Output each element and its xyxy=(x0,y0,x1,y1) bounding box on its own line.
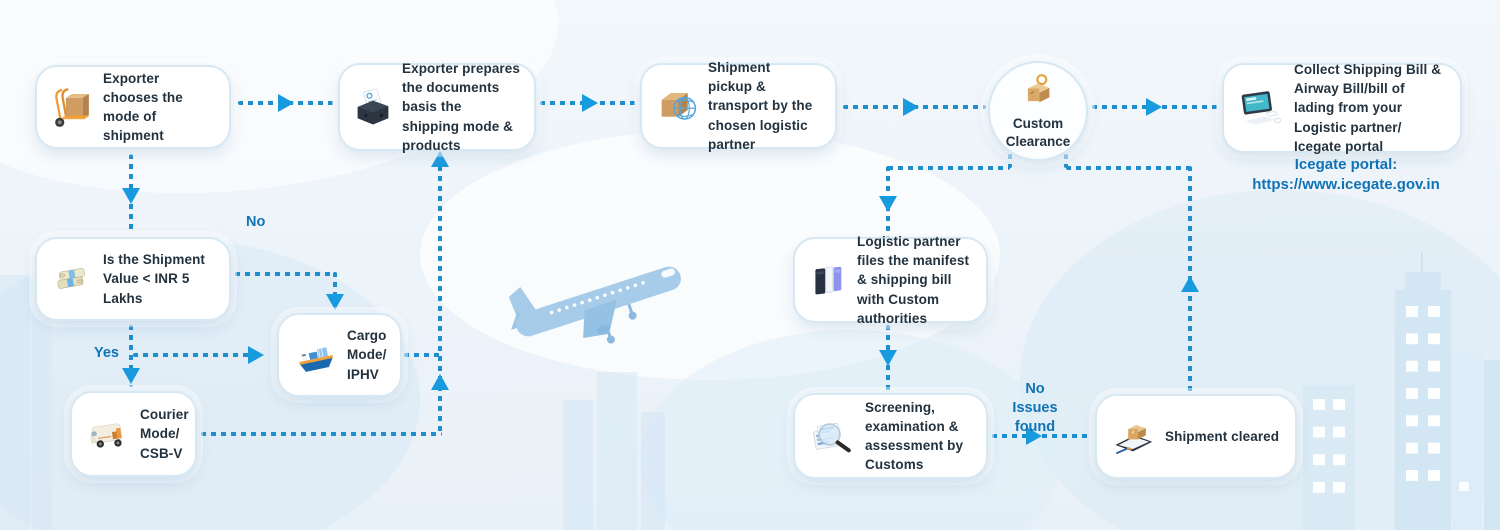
branch-label-no-issues-found: No Issues found xyxy=(1012,381,1058,435)
arrow-down xyxy=(122,368,140,384)
node-label: Screening, examination & assessment by C… xyxy=(865,399,964,473)
document-folder-icon xyxy=(352,83,394,131)
arrow-down xyxy=(326,294,344,310)
node-shipment-cleared: Shipment cleared xyxy=(1095,394,1297,479)
hand-truck-icon xyxy=(49,82,95,132)
connector-value-to-courier xyxy=(129,325,133,387)
node-courier-mode: Courier Mode/ CSB-V xyxy=(70,391,197,477)
cash-bundle-icon xyxy=(49,257,95,301)
node-exporter-chooses: Exporter chooses the mode of shipment xyxy=(35,65,231,149)
branch-label-no: No xyxy=(246,214,266,230)
node-label: Custom Clearance xyxy=(1005,115,1071,149)
node-label: Collect Shipping Bill & Airway Bill/bill… xyxy=(1294,62,1442,154)
node-shipment-pickup: Shipment pickup & transport by the chose… xyxy=(640,60,837,152)
branch-label-yes: Yes xyxy=(94,345,119,361)
node-label: Shipment pickup & transport by the chose… xyxy=(708,60,813,152)
arrow-right xyxy=(1026,427,1042,445)
magnifier-document-icon xyxy=(807,412,857,460)
node-logistic-files: Logistic partner files the manifest & sh… xyxy=(793,234,988,326)
connector-branch-to-cargo xyxy=(133,353,263,357)
building-windows xyxy=(1406,306,1440,494)
arrow-right xyxy=(248,346,264,364)
connector-cleared-loop-h xyxy=(1066,166,1190,170)
connector-clearance-stub-left xyxy=(1008,154,1012,168)
node-label: Exporter chooses the mode of shipment xyxy=(103,70,183,144)
building-silhouette xyxy=(1355,330,1393,530)
connector-screening-to-cleared xyxy=(992,434,1092,438)
arrow-right xyxy=(1146,98,1162,116)
node-label: Shipment cleared xyxy=(1165,428,1280,444)
node-custom-clearance: Custom Clearance xyxy=(988,61,1088,161)
building-silhouette xyxy=(1405,272,1441,292)
package-globe-icon xyxy=(654,82,700,130)
building-silhouette xyxy=(641,412,665,530)
connector-clearance-stub-right xyxy=(1064,154,1068,168)
portal-note-url[interactable]: https://www.icegate.gov.in xyxy=(1252,176,1440,194)
icegate-portal-note: Icegate portal: https://www.icegate.gov.… xyxy=(1226,155,1466,196)
courier-van-icon xyxy=(84,412,132,456)
node-label: Logistic partner files the manifest & sh… xyxy=(857,234,970,326)
arrow-right xyxy=(582,94,598,112)
building-silhouette xyxy=(1395,290,1451,530)
cargo-ship-icon xyxy=(291,333,339,377)
airplane-illustration xyxy=(498,244,708,354)
building-silhouette xyxy=(597,372,637,530)
connector-value-to-cargo-h xyxy=(235,272,337,276)
portal-note-title: Icegate portal: xyxy=(1294,156,1398,173)
node-label: Is the Shipment Value < INR 5 Lakhs xyxy=(103,252,206,306)
arrow-up xyxy=(431,374,449,390)
node-collect-bill: Collect Shipping Bill & Airway Bill/bill… xyxy=(1222,62,1462,154)
building-silhouette xyxy=(563,400,593,530)
building-silhouette xyxy=(1484,360,1500,530)
connector-feedback-up xyxy=(438,166,442,436)
node-shipment-value: Is the Shipment Value < INR 5 Lakhs xyxy=(35,237,231,321)
node-screening: Screening, examination & assessment by C… xyxy=(793,393,988,479)
building-silhouette xyxy=(0,275,30,530)
building-antenna xyxy=(1421,252,1423,290)
node-label: Cargo Mode/ IPHV xyxy=(347,328,387,382)
connector-clearance-to-logistic-h xyxy=(888,166,1010,170)
customs-package-icon xyxy=(1018,72,1058,115)
arrow-right xyxy=(903,98,919,116)
building-windows xyxy=(1313,399,1345,506)
arrow-down xyxy=(122,188,140,204)
arrow-right xyxy=(278,94,294,112)
binders-icon xyxy=(807,256,849,304)
package-clipboard-icon xyxy=(1109,413,1157,461)
node-exporter-prepares: Exporter prepares the documents basis th… xyxy=(338,61,536,153)
node-label: Courier Mode/ CSB-V xyxy=(140,407,189,461)
arrow-down xyxy=(879,350,897,366)
node-cargo-mode: Cargo Mode/ IPHV xyxy=(277,313,402,397)
arrow-up xyxy=(1181,276,1199,292)
connector-courier-to-feedback xyxy=(201,432,442,436)
building-windows xyxy=(1459,482,1475,516)
building-silhouette xyxy=(1303,385,1355,530)
node-label: Exporter prepares the documents basis th… xyxy=(402,61,520,153)
arrow-down xyxy=(879,196,897,212)
monitor-icon xyxy=(1236,83,1286,133)
connector-value-to-cargo-v xyxy=(333,272,337,310)
building-silhouette xyxy=(32,305,52,530)
connector-cargo-to-feedback xyxy=(404,353,442,357)
building-silhouette xyxy=(1452,352,1482,530)
arrow-up xyxy=(431,151,449,167)
